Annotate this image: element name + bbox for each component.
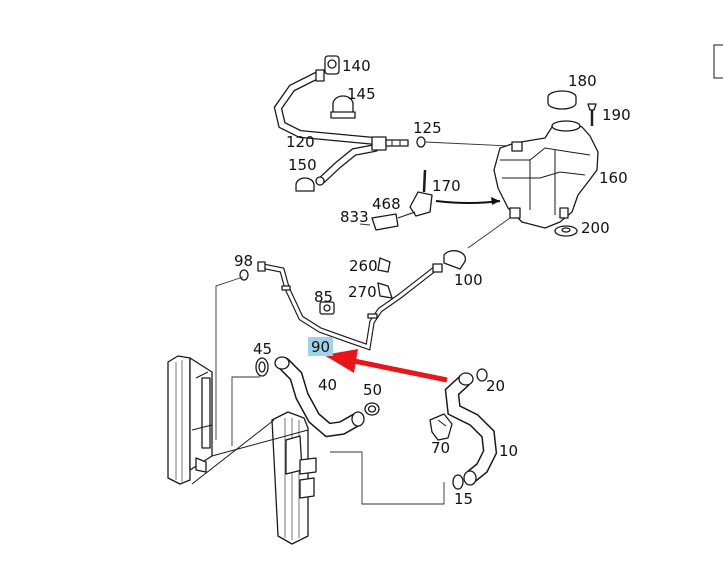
label-145: 145 <box>347 85 376 103</box>
label-833: 833 <box>340 208 369 226</box>
hose-40 <box>274 356 365 438</box>
hose-90-end-right <box>432 263 443 273</box>
hose-90-clip-a <box>281 285 291 291</box>
label-270: 270 <box>348 283 377 301</box>
label-468: 468 <box>372 195 401 213</box>
leader-125 <box>424 141 511 147</box>
clip-260 <box>377 257 391 273</box>
label-85: 85 <box>314 288 333 306</box>
screw-190 <box>587 103 597 126</box>
install-arrow <box>435 200 501 204</box>
expansion-tank-160 <box>493 120 599 229</box>
label-90-highlight <box>308 337 333 356</box>
label-140: 140 <box>342 57 371 75</box>
label-125: 125 <box>413 119 442 137</box>
hose-120 <box>273 71 379 145</box>
hose-90 <box>259 263 439 351</box>
clamp-140 <box>324 55 340 75</box>
seal-ring-15 <box>452 474 464 490</box>
label-190: 190 <box>602 106 631 124</box>
label-260: 260 <box>349 257 378 275</box>
hose-150-end <box>315 176 325 186</box>
seal-ring-20 <box>476 368 488 382</box>
label-70: 70 <box>431 439 450 457</box>
leader-45 <box>231 376 260 446</box>
label-98: 98 <box>234 252 253 270</box>
hose-90-end-left <box>257 261 266 272</box>
label-180: 180 <box>568 72 597 90</box>
hose-connector <box>371 136 409 151</box>
highlight-arrow <box>324 349 448 383</box>
label-90: 90 <box>311 338 330 356</box>
label-200: 200 <box>581 219 610 237</box>
hose-150 <box>318 144 379 184</box>
leader-15 <box>330 451 445 505</box>
leader-tank <box>467 217 511 249</box>
bracket-468 <box>371 211 416 231</box>
label-10: 10 <box>499 442 518 460</box>
label-40: 40 <box>318 376 337 394</box>
install-arrowhead <box>491 197 500 205</box>
sensor-170 <box>409 169 433 217</box>
leader-98 <box>215 276 244 440</box>
label-120: 120 <box>286 133 315 151</box>
grommet-200 <box>554 225 578 237</box>
label-160: 160 <box>599 169 628 187</box>
clip-125 <box>416 136 426 148</box>
label-15: 15 <box>454 490 473 508</box>
radiator <box>167 355 317 545</box>
clip-270 <box>377 282 393 299</box>
clamp-145 <box>330 95 356 119</box>
hose-10 <box>444 372 498 486</box>
tank-cap-180 <box>547 90 577 110</box>
label-150: 150 <box>288 156 317 174</box>
label-170: 170 <box>432 177 461 195</box>
hose-120-end <box>315 69 325 82</box>
clamp-100 <box>443 250 467 270</box>
label-20: 20 <box>486 377 505 395</box>
clamp-150 <box>295 177 315 192</box>
label-50: 50 <box>363 381 382 399</box>
leader-833 <box>359 223 371 226</box>
label-45: 45 <box>253 340 272 358</box>
clamp-70 <box>429 413 453 441</box>
frame-corner <box>713 44 723 79</box>
hose-90-clip-b <box>367 313 378 319</box>
bleed-valve-85 <box>319 301 335 315</box>
ring-98 <box>239 269 249 281</box>
label-100: 100 <box>454 271 483 289</box>
